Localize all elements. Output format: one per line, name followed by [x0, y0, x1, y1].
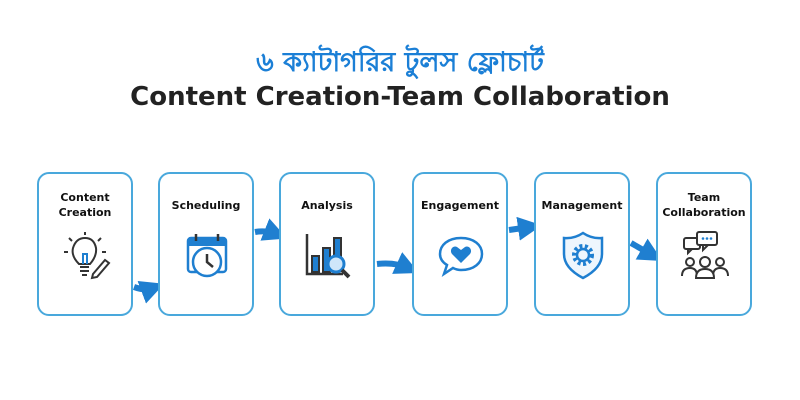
lightbulb-pencil-icon [64, 232, 111, 280]
step-analysis: Analysis [279, 172, 375, 316]
title-bengali: ৬ ক্যাটাগরির টুলস ফ্লোচার্ট [256, 47, 544, 78]
arrow-3-4 [376, 252, 419, 274]
step-scheduling: Scheduling [158, 172, 254, 316]
team-chat-icon [681, 231, 729, 279]
arrow-5-6 [629, 238, 663, 261]
step-management: Management [534, 172, 630, 316]
title-english: Content Creation-Team Collaboration [130, 82, 670, 112]
step-team-collaboration: Team Collaboration [656, 172, 752, 316]
arrow-1-2 [132, 280, 165, 304]
shield-gear-icon [562, 231, 604, 280]
step-engagement: Engagement [412, 172, 508, 316]
heart-speech-bubble-icon [438, 236, 484, 278]
calendar-clock-icon [186, 234, 228, 278]
step-content-creation: Content Creation [37, 172, 133, 316]
arrow-4-5 [508, 216, 542, 241]
arrow-2-3 [254, 218, 288, 241]
bar-chart-magnifier-icon [305, 234, 351, 279]
